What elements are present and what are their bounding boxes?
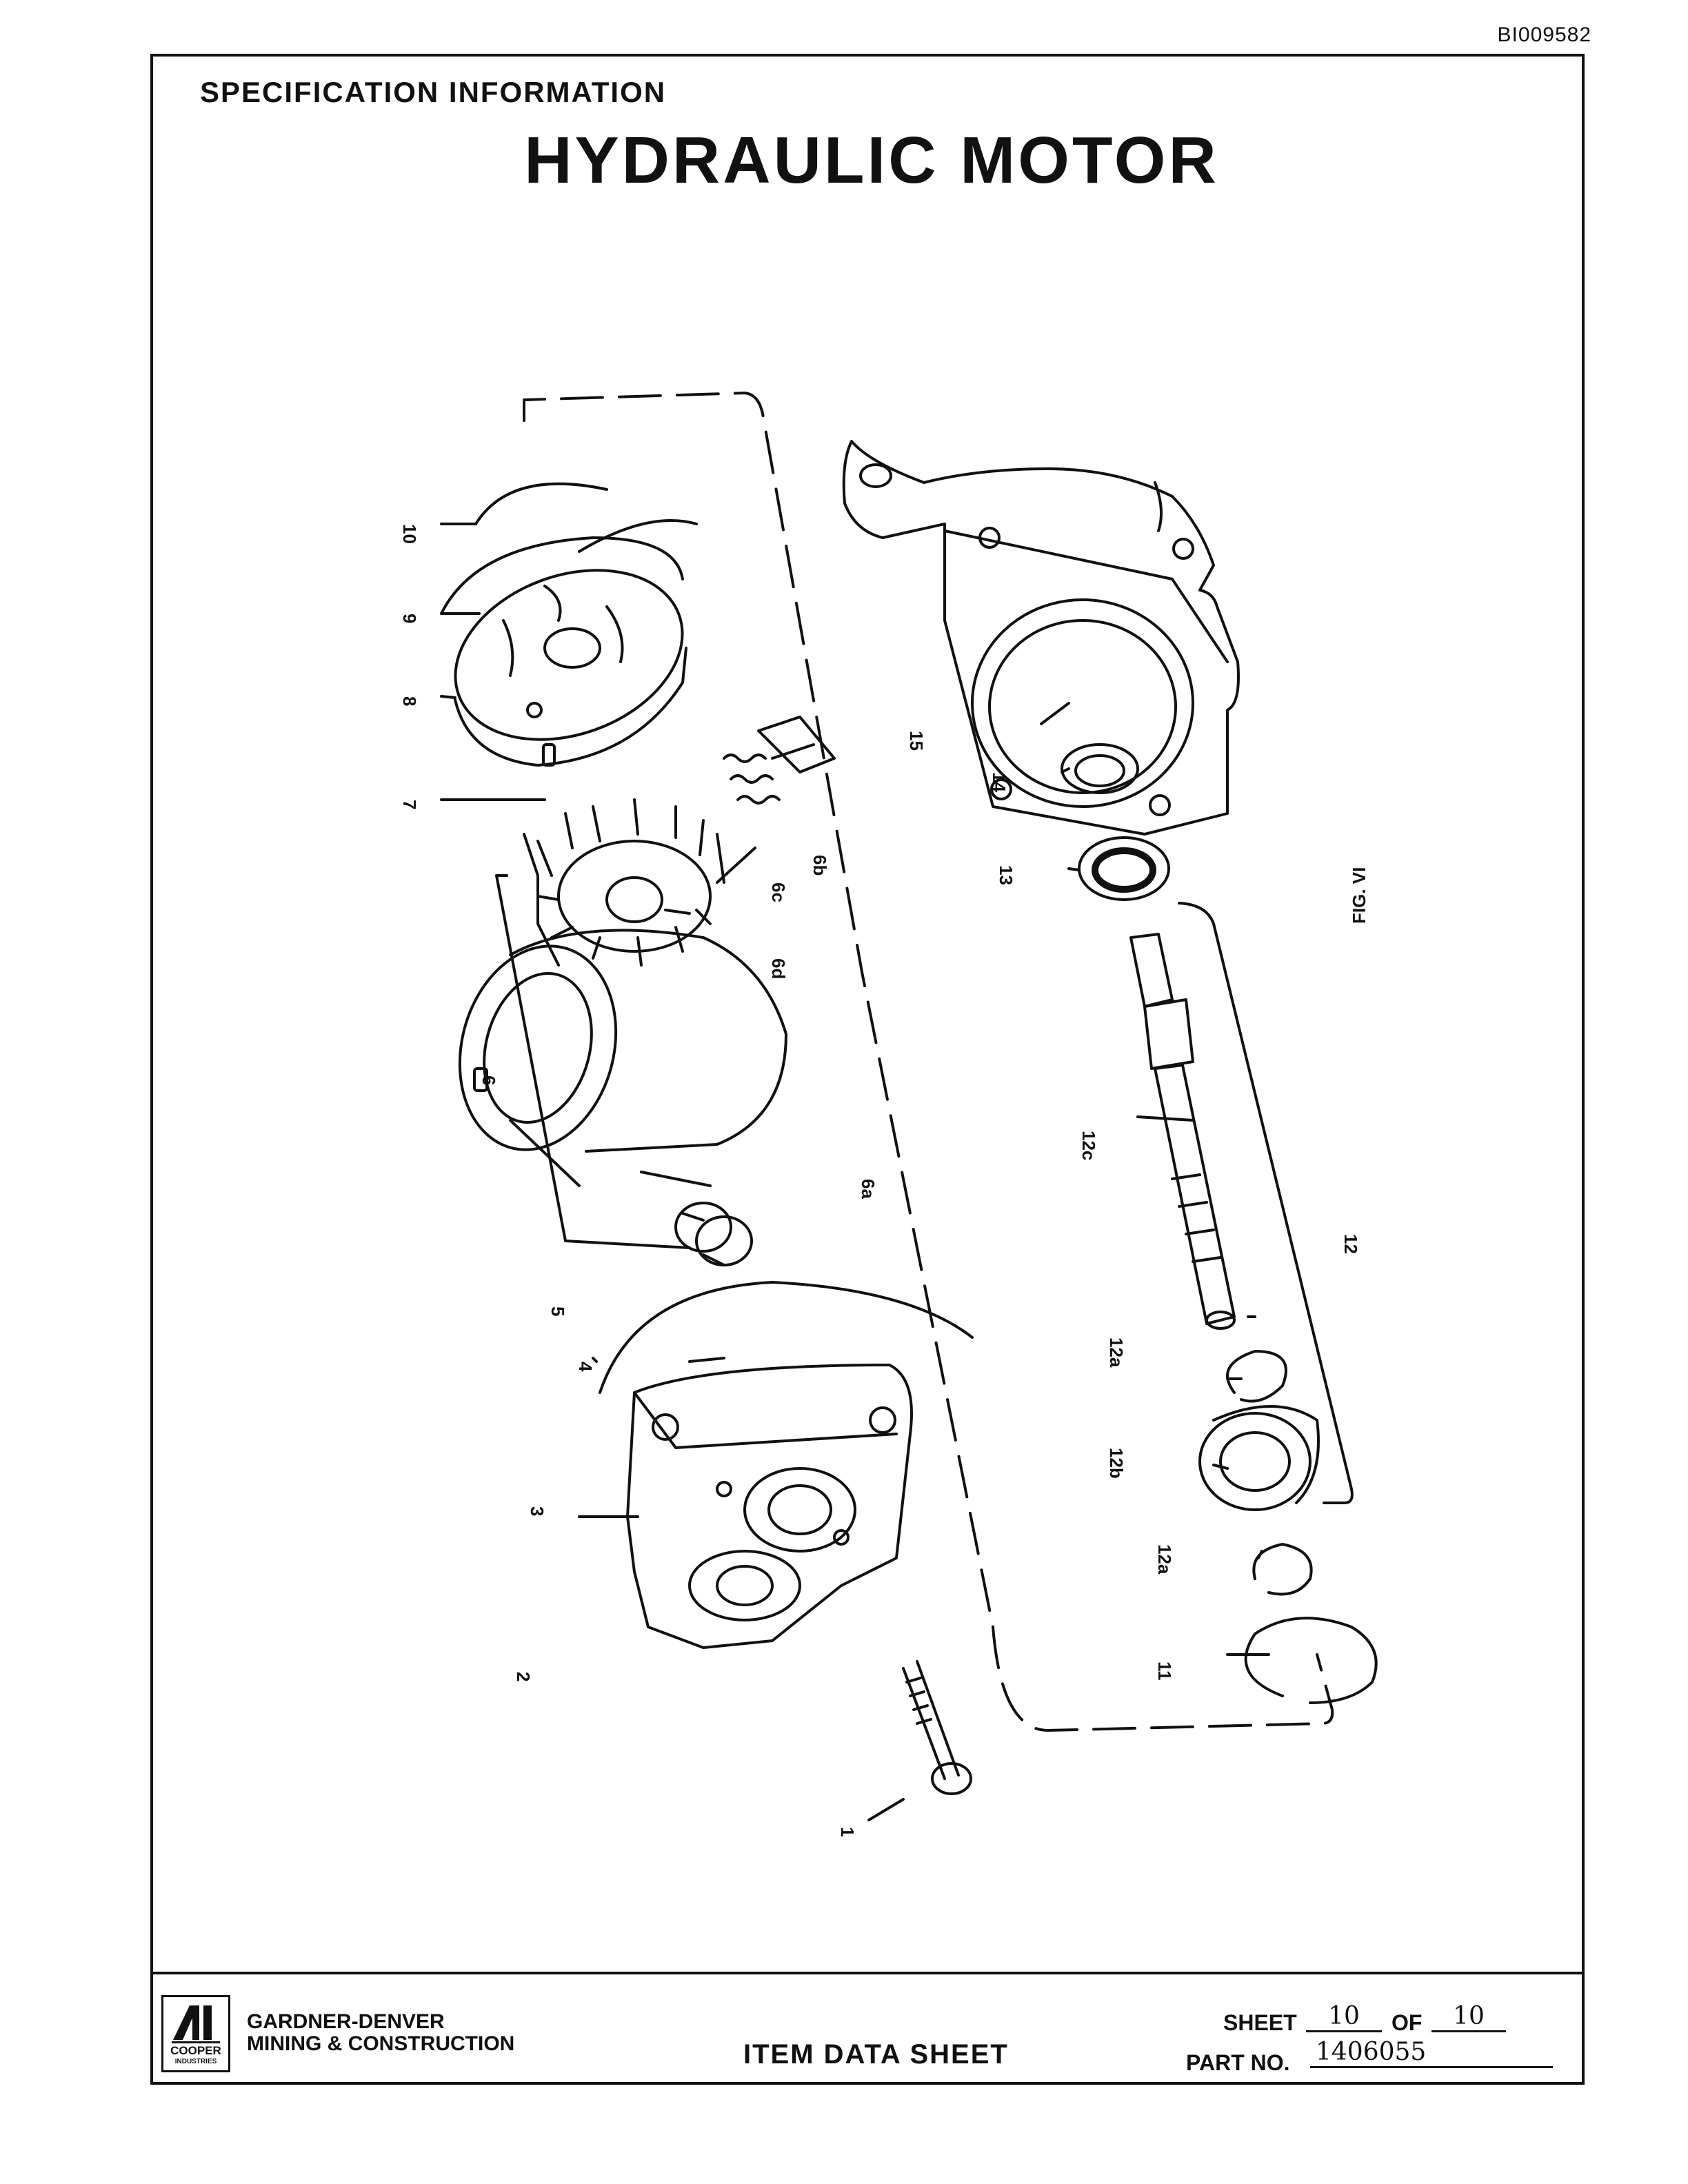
callout-12: 12 (1340, 1234, 1361, 1254)
callout-13: 13 (996, 865, 1016, 885)
callout-10: 10 (399, 524, 420, 544)
page-title: HYDRAULIC MOTOR (524, 123, 1219, 197)
logo-subtext: INDUSTRIES (174, 2058, 217, 2065)
callout-6d: 6d (768, 958, 789, 979)
pin-7 (542, 743, 556, 767)
callout-14: 14 (989, 772, 1009, 792)
cooper-logo-icon (172, 2005, 220, 2043)
plate-8 (454, 569, 687, 767)
housing-15 (842, 440, 1240, 836)
callout-6c: 6c (768, 882, 789, 902)
callout-8: 8 (399, 696, 420, 706)
callout-12a-upper: 12a (1106, 1337, 1127, 1368)
of-label: OF (1391, 2010, 1423, 2035)
exploded-parts-diagram: 10 9 8 7 6c 6b 6d 6 6a 5 4 3 2 1 15 14 1… (399, 392, 1378, 1837)
springs-6c (723, 754, 781, 805)
callout-6: 6 (479, 1075, 499, 1085)
cam-ring-6a (458, 929, 787, 1153)
callout-12c: 12c (1078, 1131, 1099, 1160)
ring-9 (440, 536, 684, 615)
callout-4: 4 (575, 1362, 596, 1372)
callout-3: 3 (527, 1506, 547, 1516)
figure-caption: FIG. VI (1349, 867, 1369, 924)
seal-3 (599, 1281, 974, 1394)
footer-title-block: COOPER INDUSTRIES GARDNER-DENVER MINING … (150, 1972, 1585, 2085)
page-frame (150, 54, 1585, 2085)
company-name-line1: GARDNER-DENVER (247, 2010, 445, 2033)
callout-6b: 6b (810, 855, 830, 876)
sheet-number: 10 (1306, 2002, 1382, 2032)
shaft-12c (1129, 933, 1236, 1330)
pin-5 (473, 1067, 488, 1092)
part-number-label: PART NO. (1186, 2050, 1290, 2075)
clip-6b (757, 716, 836, 774)
callout-12a-lower: 12a (1154, 1544, 1175, 1575)
bushing-4 (674, 1202, 753, 1266)
ring-13 (1078, 836, 1170, 901)
callout-7: 7 (399, 800, 420, 809)
retaining-ring-11 (1244, 1617, 1378, 1704)
logo-text: COOPER (170, 2044, 221, 2057)
sheet-total: 10 (1431, 2002, 1506, 2032)
end-cover-2 (626, 1364, 913, 1649)
snap-ring-12a-upper (1226, 1350, 1287, 1403)
callout-2: 2 (513, 1672, 534, 1681)
seal-14 (1061, 743, 1139, 794)
callout-6a: 6a (858, 1179, 878, 1199)
callout-5: 5 (547, 1306, 568, 1316)
callout-11: 11 (1154, 1661, 1175, 1681)
callout-9: 9 (399, 614, 420, 623)
part-number: 1406055 (1310, 2038, 1553, 2068)
section-heading: SPECIFICATION INFORMATION (200, 76, 667, 108)
bearing-12b (1198, 1405, 1320, 1511)
callout-12b: 12b (1106, 1448, 1127, 1479)
company-name-line2: MINING & CONSTRUCTION (247, 2032, 515, 2055)
ring-10 (474, 482, 608, 525)
cooper-logo: COOPER INDUSTRIES (161, 1995, 230, 2072)
rotor-6d (523, 798, 725, 967)
callout-15: 15 (906, 731, 927, 751)
sheet-label: SHEET (1223, 2010, 1297, 2035)
document-id: BI009582 (1497, 23, 1591, 46)
callout-1: 1 (837, 1827, 858, 1837)
sheet-type: ITEM DATA SHEET (743, 2039, 1009, 2070)
bolt-1 (902, 1660, 972, 1795)
